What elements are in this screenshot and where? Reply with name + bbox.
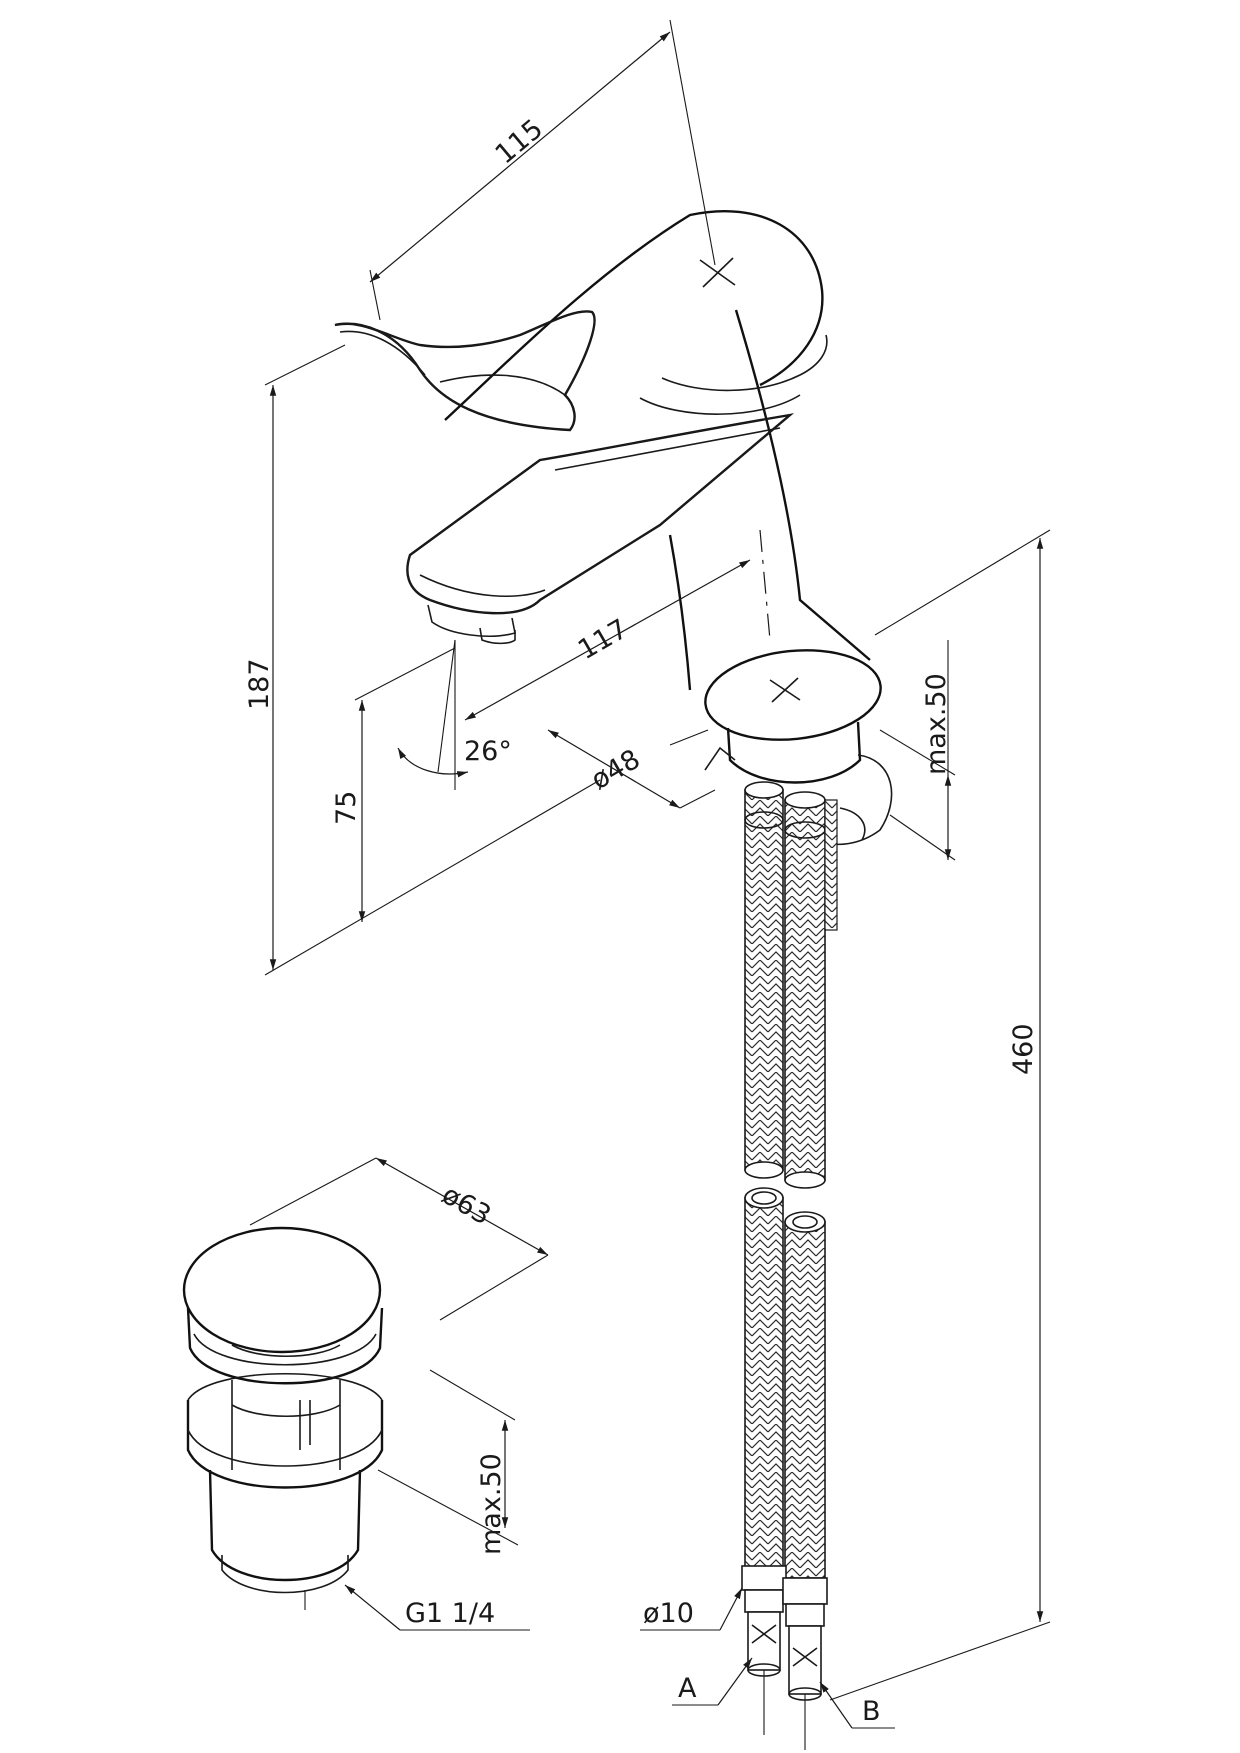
hose-b-upper bbox=[784, 791, 838, 1181]
dim-460-label: 460 bbox=[1008, 1023, 1039, 1075]
lever-inner-line bbox=[439, 374, 566, 396]
callout-a-label: A bbox=[678, 1673, 697, 1704]
faucet-body-right-edge bbox=[734, 309, 871, 661]
hose-a-lower bbox=[744, 1187, 784, 1569]
callout-a: A bbox=[672, 1657, 753, 1706]
dim-117: 117 bbox=[464, 529, 771, 721]
collar-tab bbox=[704, 746, 736, 771]
callout-b: B bbox=[819, 1681, 895, 1729]
hose-b-lower bbox=[784, 1211, 826, 1579]
dim-max50-bottom-label: max.50 bbox=[476, 1453, 507, 1555]
spout-edge-line bbox=[419, 574, 546, 598]
top-center-mark bbox=[699, 257, 736, 288]
base-reference-line bbox=[264, 779, 601, 976]
dim-26-angle: 26° bbox=[397, 639, 512, 790]
flange-top bbox=[187, 1372, 383, 1401]
dim-10-label: ø10 bbox=[643, 1598, 694, 1629]
dim-75-label: 75 bbox=[331, 791, 362, 825]
dim-26-label: 26° bbox=[464, 736, 512, 767]
rim-inner bbox=[231, 1344, 341, 1357]
faucet-top-cap bbox=[444, 210, 824, 421]
dim-10: ø10 bbox=[640, 1587, 743, 1631]
waste-cap-rim bbox=[186, 1307, 384, 1385]
dim-48-label: ø48 bbox=[586, 744, 646, 796]
faucet bbox=[334, 210, 893, 846]
spout-top-line bbox=[554, 427, 781, 471]
dim-75: 75 bbox=[331, 647, 456, 922]
dim-max50-top: max.50 bbox=[879, 640, 956, 861]
lever-tip-line bbox=[339, 330, 426, 376]
popup-waste bbox=[182, 1226, 384, 1610]
cap-lower-ring bbox=[661, 334, 828, 392]
hose-b-break-top bbox=[784, 1171, 826, 1189]
base-collar bbox=[726, 721, 862, 784]
hose-a-break-top bbox=[744, 1161, 784, 1179]
cap-lower-ring-2 bbox=[639, 394, 801, 415]
hose-b-fitting bbox=[782, 1577, 828, 1750]
hose-a-fitting bbox=[741, 1565, 787, 1735]
dim-63-label: ø63 bbox=[437, 1179, 497, 1231]
stem-detail bbox=[299, 1400, 311, 1450]
rim-line bbox=[193, 1333, 377, 1366]
dim-460: 460 bbox=[829, 529, 1051, 1701]
dim-max50-bottom: max.50 bbox=[377, 1369, 519, 1555]
dim-187: 187 bbox=[244, 344, 346, 970]
callout-b-label: B bbox=[862, 1696, 881, 1727]
stem-line bbox=[231, 1404, 341, 1417]
hose-a-upper bbox=[744, 781, 784, 1171]
dim-117-label: 117 bbox=[573, 613, 633, 666]
dim-187-label: 187 bbox=[244, 658, 275, 710]
base-center-mark bbox=[769, 677, 801, 703]
waste-cap bbox=[182, 1226, 382, 1354]
dim-max50-top-label: max.50 bbox=[921, 673, 952, 775]
dim-thread-label: G1 1/4 bbox=[405, 1598, 495, 1629]
waste-body bbox=[208, 1469, 362, 1582]
dim-thread: G1 1/4 bbox=[344, 1584, 530, 1631]
dim-115: 115 bbox=[369, 19, 716, 321]
mounting-bracket bbox=[819, 754, 893, 846]
bracket-inner bbox=[839, 807, 866, 841]
dim-115-label: 115 bbox=[490, 113, 549, 170]
faucet-body-left-edge bbox=[668, 534, 692, 691]
aerator bbox=[427, 604, 516, 637]
flange-line bbox=[187, 1429, 383, 1467]
waste-stem bbox=[231, 1380, 341, 1470]
waste-flange bbox=[186, 1400, 384, 1489]
waste-thread bbox=[221, 1555, 349, 1594]
